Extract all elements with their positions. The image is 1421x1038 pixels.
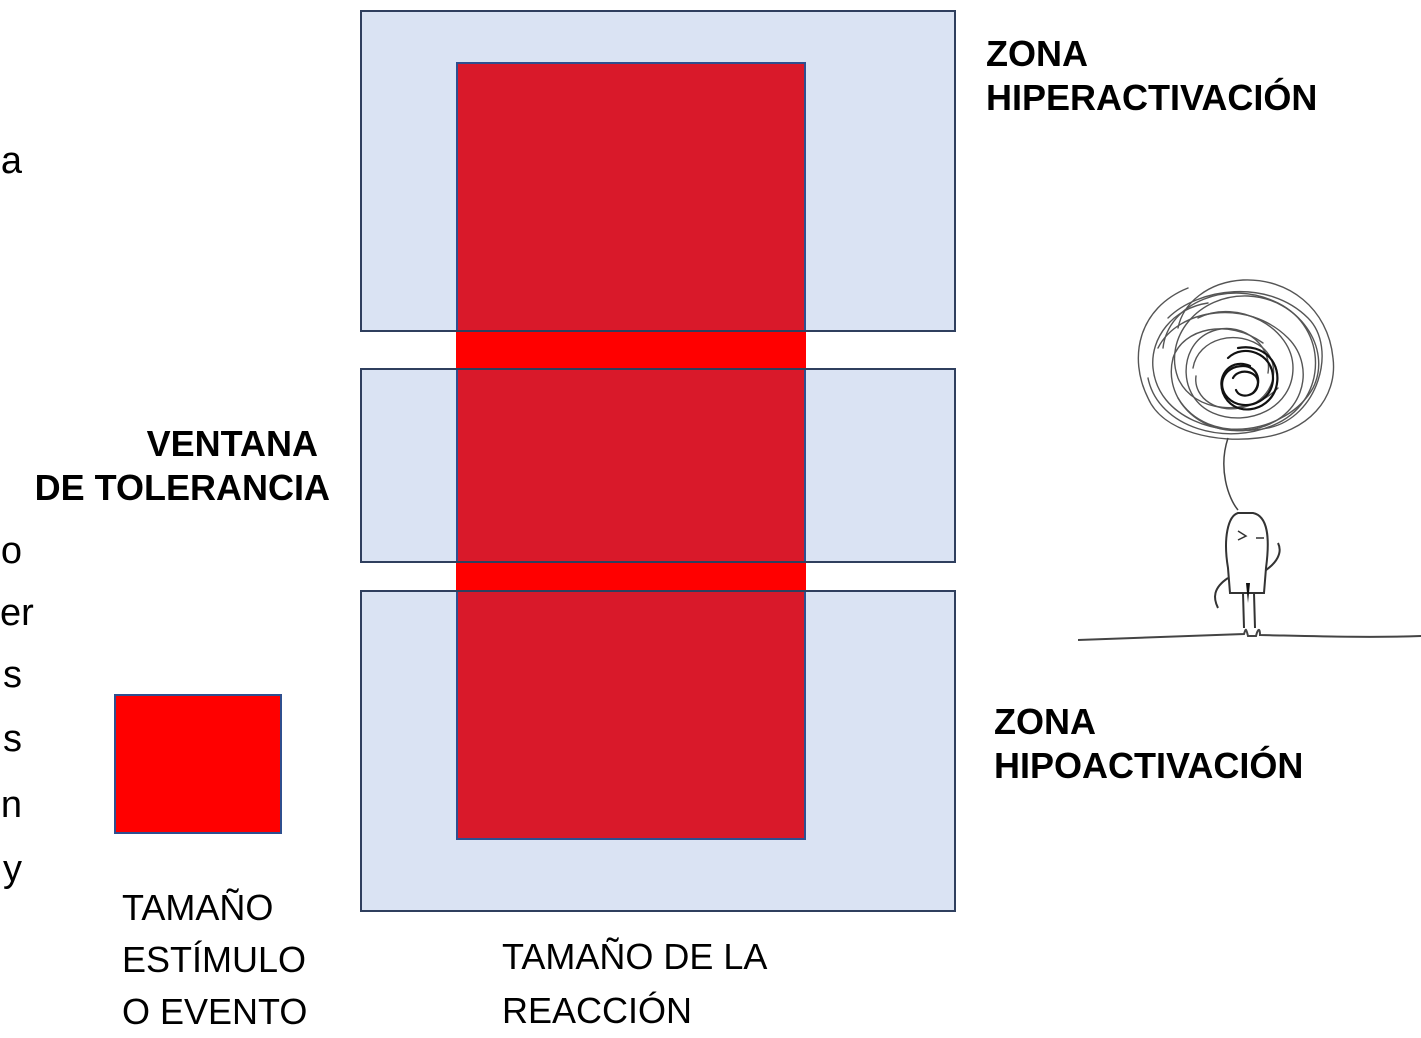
reaction-size-label: TAMAÑO DE LA REACCIÓN <box>502 930 767 1038</box>
cropped-text-fragment-6: n <box>0 784 22 826</box>
cropped-text-fragment-3: er <box>0 592 34 634</box>
estimulo-line3: O EVENTO <box>122 991 308 1032</box>
zona-hipoactivacion-label: ZONA HIPOACTIVACIÓN <box>994 700 1303 788</box>
reaction-gap-bottom <box>456 561 806 592</box>
zona-hiper-line1: ZONA <box>986 33 1088 74</box>
cropped-text-fragment-5: s <box>3 718 22 760</box>
cropped-text-fragment-7: y <box>3 848 22 890</box>
cropped-text-fragment-1: a <box>0 140 22 182</box>
stimulus-size-box <box>114 694 282 834</box>
estimulo-line1: TAMAÑO <box>122 887 274 928</box>
reaction-bar-bottom <box>456 590 806 840</box>
cropped-text-fragment-4: s <box>3 654 22 696</box>
zona-hiperactivacion-label: ZONA HIPERACTIVACIÓN <box>986 32 1317 120</box>
zona-hipo-line2: HIPOACTIVACIÓN <box>994 745 1304 786</box>
stressed-person-scribble-cloud-icon <box>1077 248 1421 658</box>
reaction-bar-middle <box>456 368 806 563</box>
zona-hiper-line2: HIPERACTIVACIÓN <box>986 77 1318 118</box>
ventana-line1: VENTANA <box>146 423 318 464</box>
stimulus-size-label: TAMAÑO ESTÍMULO O EVENTO <box>122 882 307 1038</box>
reaccion-line2: REACCIÓN <box>502 990 693 1031</box>
zone-outline-top-bottom <box>360 330 956 332</box>
reaccion-line1: TAMAÑO DE LA <box>502 936 768 977</box>
reaction-bar-top <box>456 62 806 332</box>
estimulo-line2: ESTÍMULO <box>122 939 307 980</box>
zone-outline-mid-top <box>360 368 956 370</box>
reaction-gap-top <box>456 330 806 370</box>
zone-outline-low-top <box>360 590 956 592</box>
ventana-tolerancia-label: VENTANA DE TOLERANCIA <box>0 422 330 510</box>
zone-outline-mid-bottom <box>360 561 956 563</box>
zona-hipo-line1: ZONA <box>994 701 1096 742</box>
cropped-text-fragment-2: o <box>0 530 22 572</box>
ventana-line2: DE TOLERANCIA <box>34 467 330 508</box>
